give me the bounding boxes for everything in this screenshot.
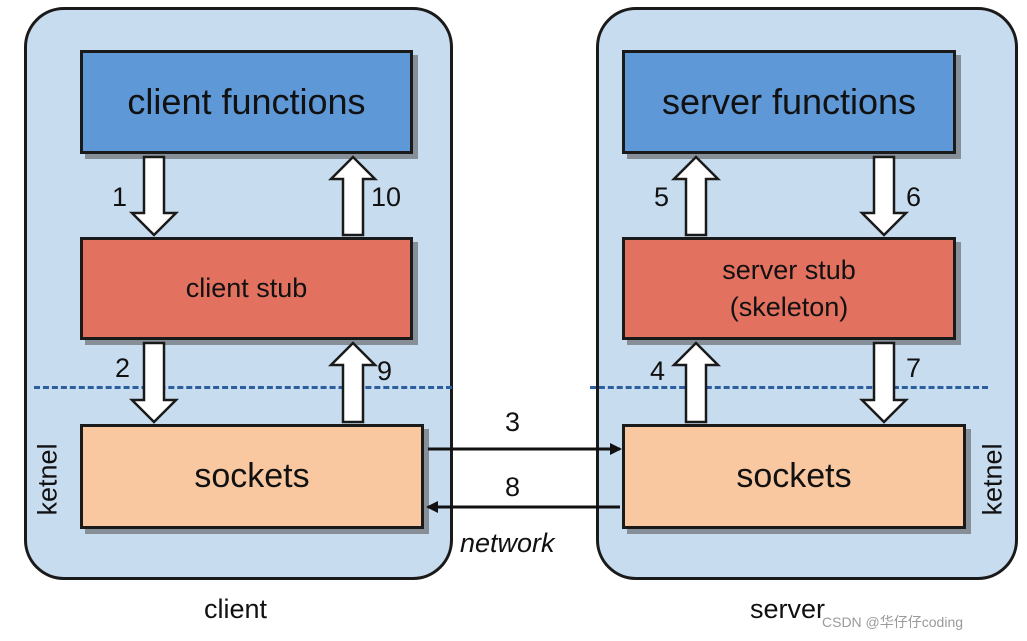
- step-6-label: 6: [906, 182, 922, 212]
- arrow-10-up: [327, 155, 379, 237]
- client-caption: client: [204, 594, 268, 624]
- arrow-6-down: [858, 155, 910, 237]
- server-sockets-box: sockets: [622, 424, 966, 529]
- client-functions-label: client functions: [127, 81, 366, 122]
- step-5-label: 5: [654, 182, 670, 212]
- arrow-1-down: [128, 155, 180, 237]
- server-stub-box: server stub (skeleton): [622, 237, 956, 340]
- watermark: CSDN @华仔仔coding: [822, 614, 964, 630]
- client-stub-label: client stub: [185, 273, 308, 304]
- arrow-5-up: [670, 155, 722, 237]
- arrow-9-up: [327, 341, 379, 424]
- client-kernel-boundary: [34, 386, 452, 389]
- step-4-label: 4: [650, 356, 666, 386]
- client-stub-box: client stub: [80, 237, 413, 340]
- step-7-label: 7: [906, 353, 922, 383]
- network-label: network: [460, 528, 555, 558]
- server-stub-label: server stub (skeleton): [722, 255, 856, 322]
- client-sockets-box: sockets: [80, 424, 424, 529]
- client-kernel-label: ketnel: [32, 443, 63, 516]
- server-kernel-boundary: [590, 386, 988, 389]
- server-kernel-label: ketnel: [977, 443, 1008, 516]
- server-sockets-label: sockets: [736, 457, 852, 495]
- server-functions-box: server functions: [622, 50, 956, 154]
- step-2-label: 2: [115, 353, 131, 383]
- client-functions-box: client functions: [80, 50, 413, 154]
- step-3-label: 3: [505, 407, 521, 437]
- server-functions-label: server functions: [661, 81, 917, 122]
- arrow-2-down: [128, 341, 180, 424]
- arrow-7-down: [858, 341, 910, 424]
- step-1-label: 1: [112, 182, 128, 212]
- server-caption: server: [750, 594, 826, 624]
- client-sockets-label: sockets: [194, 457, 310, 495]
- step-8-label: 8: [505, 472, 521, 502]
- step-10-label: 10: [371, 182, 402, 212]
- arrow-4-up: [670, 341, 722, 424]
- step-9-label: 9: [377, 356, 393, 386]
